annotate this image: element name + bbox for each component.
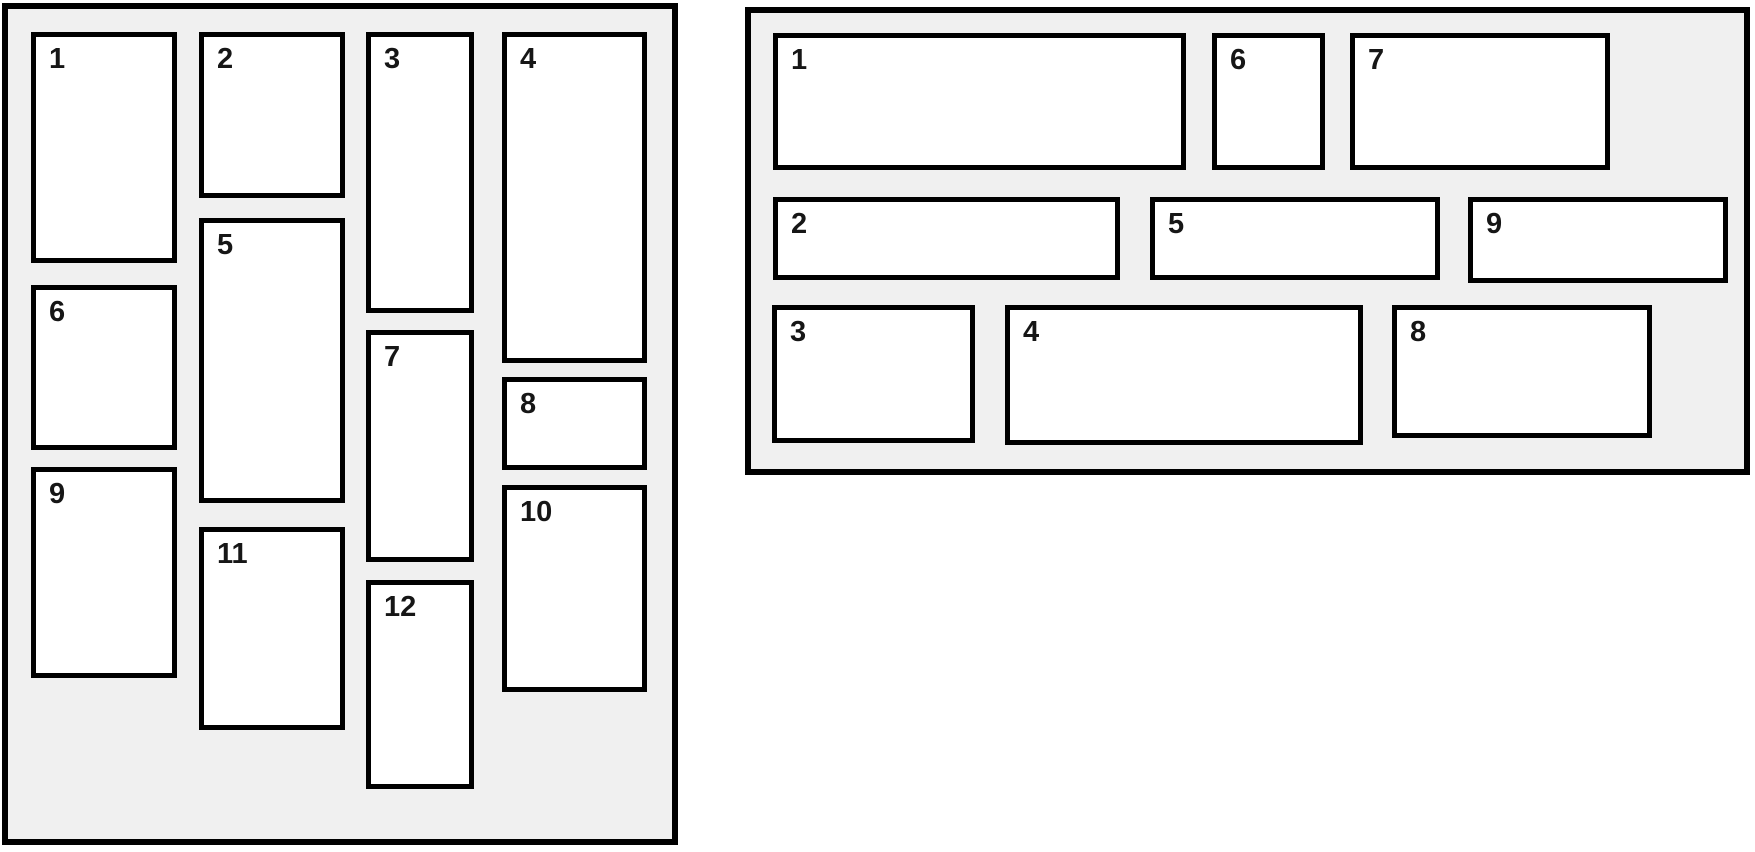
ordered-rows-item-4: 4 bbox=[1005, 305, 1363, 445]
ordered-rows-item-2: 2 bbox=[773, 197, 1120, 280]
ordered-rows-item-7: 7 bbox=[1350, 33, 1610, 170]
box-number-label: 8 bbox=[520, 388, 537, 420]
box-number-label: 11 bbox=[217, 538, 248, 570]
box-number-label: 4 bbox=[1023, 316, 1040, 348]
masonry-columns-item-7: 7 bbox=[366, 330, 474, 562]
box-number-label: 6 bbox=[1230, 44, 1247, 76]
ordered-rows-item-3: 3 bbox=[772, 305, 975, 443]
box-number-label: 2 bbox=[791, 208, 808, 240]
masonry-columns-item-5: 5 bbox=[199, 218, 345, 503]
box-number-label: 8 bbox=[1410, 316, 1427, 348]
masonry-columns-item-6: 6 bbox=[31, 285, 177, 450]
box-number-label: 1 bbox=[49, 43, 66, 75]
box-number-label: 12 bbox=[384, 591, 417, 623]
masonry-columns-item-10: 10 bbox=[502, 485, 647, 692]
masonry-columns-item-8: 8 bbox=[502, 377, 647, 470]
box-number-label: 5 bbox=[217, 229, 234, 261]
box-number-label: 1 bbox=[791, 44, 808, 76]
ordered-rows-item-6: 6 bbox=[1212, 33, 1325, 170]
ordered-rows-item-9: 9 bbox=[1468, 197, 1728, 283]
masonry-columns-item-4: 4 bbox=[502, 32, 647, 363]
masonry-columns-item-11: 11 bbox=[199, 527, 345, 730]
box-number-label: 9 bbox=[49, 478, 66, 510]
ordered-rows-panel: 1 6 7 2 5 9 3 4 8 bbox=[745, 7, 1750, 475]
masonry-columns-item-9: 9 bbox=[31, 467, 177, 678]
box-number-label: 2 bbox=[217, 43, 234, 75]
box-number-label: 6 bbox=[49, 296, 66, 328]
box-number-label: 3 bbox=[790, 316, 807, 348]
box-number-label: 3 bbox=[384, 43, 401, 75]
masonry-columns-item-1: 1 bbox=[31, 32, 177, 263]
box-number-label: 5 bbox=[1168, 208, 1185, 240]
ordered-rows-item-8: 8 bbox=[1392, 305, 1652, 438]
box-number-label: 7 bbox=[384, 341, 401, 373]
box-number-label: 4 bbox=[520, 43, 537, 75]
masonry-columns-item-2: 2 bbox=[199, 32, 345, 198]
box-number-label: 7 bbox=[1368, 44, 1385, 76]
masonry-columns-item-3: 3 bbox=[366, 32, 474, 313]
ordered-rows-item-1: 1 bbox=[773, 33, 1186, 170]
ordered-rows-item-5: 5 bbox=[1150, 197, 1440, 280]
box-number-label: 9 bbox=[1486, 208, 1503, 240]
masonry-columns-item-12: 12 bbox=[366, 580, 474, 789]
box-number-label: 10 bbox=[520, 496, 553, 528]
